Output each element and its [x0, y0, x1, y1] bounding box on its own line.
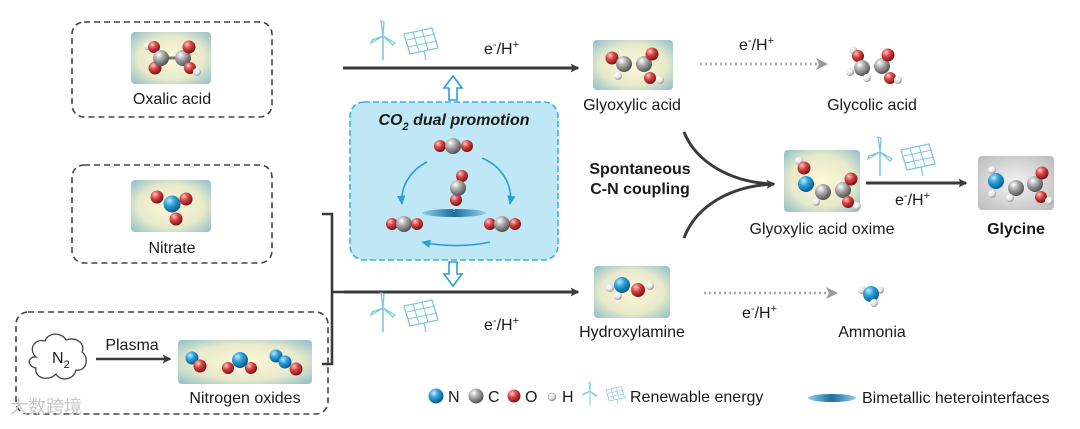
glycine-molecule	[978, 156, 1054, 210]
electron-proton-label: e-/H+	[742, 303, 777, 322]
legend-renewable: Renewable energy	[630, 389, 763, 406]
nitrate-molecule	[131, 180, 211, 232]
coupling-lower-curve	[682, 179, 776, 239]
electron-proton-label: e-/H+	[484, 39, 519, 58]
solar-panel-icon	[403, 27, 439, 61]
oxygen-atom-icon	[507, 389, 521, 403]
solar-panel-icon	[900, 143, 936, 177]
glyoxylic-acid-oxime-molecule	[784, 150, 861, 212]
oxalic-acid-molecule	[131, 32, 211, 84]
glyoxylic-acid-molecule	[593, 40, 673, 90]
co2-cycle	[386, 138, 521, 248]
n2-cloud-icon	[28, 333, 87, 380]
hydroxylamine-molecule	[594, 266, 670, 318]
legend: N C O H Renewable energy Bimetallic hete…	[428, 381, 1050, 407]
watermark: 大数跨境	[10, 397, 82, 418]
solar-panel-icon	[403, 299, 439, 333]
carbon-atom-icon	[468, 388, 484, 404]
bimetallic-icon	[808, 394, 856, 402]
legend-o: O	[525, 389, 537, 406]
promotion-down-arrow	[442, 261, 464, 288]
ammonia-label: Ammonia	[838, 324, 906, 341]
wind-turbine-icon	[582, 381, 598, 407]
nitrogen-oxides-label: Nitrogen oxides	[189, 390, 300, 407]
plasma-label: Plasma	[105, 337, 158, 354]
wind-turbine-icon	[867, 136, 893, 177]
glycolic-acid-molecule	[846, 46, 902, 84]
oxalic-acid-box	[71, 21, 273, 118]
electron-proton-label: e-/H+	[895, 190, 930, 209]
electron-proton-label: e-/H+	[484, 315, 519, 334]
ammonia-molecule	[858, 286, 884, 307]
wind-turbine-icon	[370, 292, 396, 333]
legend-bimetallic: Bimetallic heterointerfaces	[862, 390, 1050, 407]
nitrogen-atom-icon	[428, 388, 444, 404]
co2-promotion-title: CO2 dual promotion	[379, 112, 530, 133]
n2-label: N2	[52, 350, 70, 371]
coupling-label-line1: Spontaneous	[589, 161, 690, 178]
legend-n: N	[448, 389, 460, 406]
feed-bracket	[322, 212, 334, 366]
nitrogen-oxides-molecules	[178, 340, 312, 384]
legend-c: C	[488, 389, 500, 406]
wind-turbine-icon	[370, 20, 396, 61]
nitrate-box	[71, 164, 273, 264]
glyoxylic-acid-oxime-label: Glyoxylic acid oxime	[750, 221, 895, 238]
legend-h: H	[562, 389, 574, 406]
glycolic-acid-label: Glycolic acid	[827, 97, 917, 114]
hydroxylamine-label: Hydroxylamine	[579, 324, 685, 341]
solar-panel-icon	[605, 386, 626, 405]
glyoxylic-acid-label: Glyoxylic acid	[583, 97, 681, 114]
hydrogen-atom-icon	[547, 392, 557, 402]
coupling-label-line2: C-N coupling	[590, 181, 690, 198]
glycine-label: Glycine	[987, 221, 1045, 238]
nitrate-label: Nitrate	[148, 240, 195, 257]
promotion-up-arrow	[442, 74, 464, 101]
electron-proton-label: e-/H+	[739, 35, 774, 54]
oxalic-acid-label: Oxalic acid	[133, 91, 211, 108]
coupling-upper-curve	[682, 131, 773, 186]
